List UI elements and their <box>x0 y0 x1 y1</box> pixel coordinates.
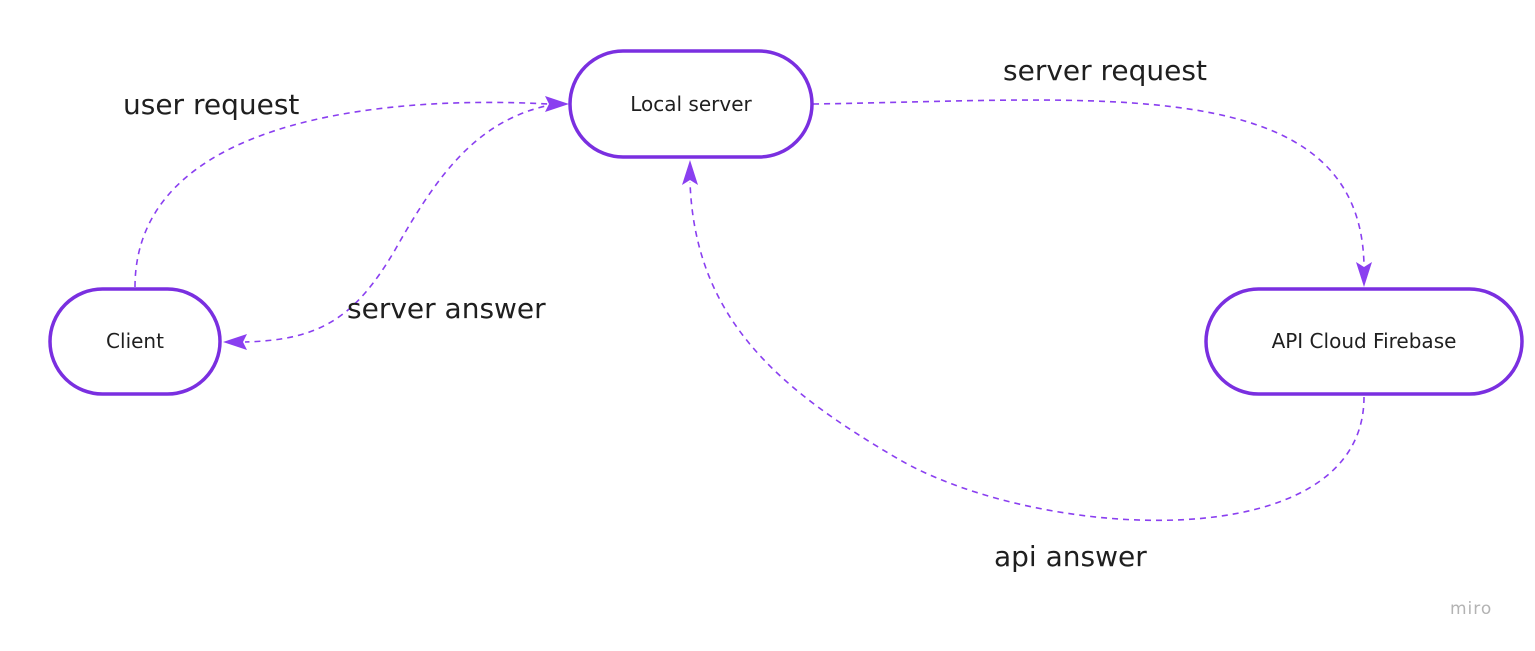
miro-watermark: miro <box>1450 599 1492 619</box>
edge-api-answer <box>682 160 1365 522</box>
edge-server-request <box>812 99 1372 287</box>
edge-user-request <box>134 96 569 288</box>
label-server-answer: server answer <box>347 292 546 325</box>
edge-user-request-arrowhead <box>545 96 569 112</box>
edge-server-answer-arrowhead <box>223 334 247 350</box>
node-client-shape <box>48 287 222 396</box>
node-local-server[interactable]: Local server <box>568 49 814 159</box>
node-api-cloud-firebase[interactable]: API Cloud Firebase <box>1204 287 1524 396</box>
label-user-request: user request <box>123 88 299 121</box>
label-api-answer: api answer <box>994 540 1147 573</box>
edge-user-request-line <box>134 101 549 288</box>
node-api-cloud-firebase-shape <box>1204 287 1524 396</box>
label-server-request: server request <box>1003 54 1207 87</box>
node-api-cloud-firebase-label: API Cloud Firebase <box>1272 329 1457 353</box>
edge-api-answer-arrowhead <box>682 160 698 185</box>
edge-server-answer-line <box>244 103 556 343</box>
edge-api-answer-line <box>689 181 1365 522</box>
edge-server-request-arrowhead <box>1356 262 1372 287</box>
edge-server-answer <box>223 103 556 350</box>
node-client-label: Client <box>106 329 164 353</box>
node-client[interactable]: Client <box>48 287 222 396</box>
node-local-server-shape <box>568 49 814 159</box>
node-local-server-label: Local server <box>630 92 752 116</box>
edge-server-request-line <box>812 99 1365 266</box>
